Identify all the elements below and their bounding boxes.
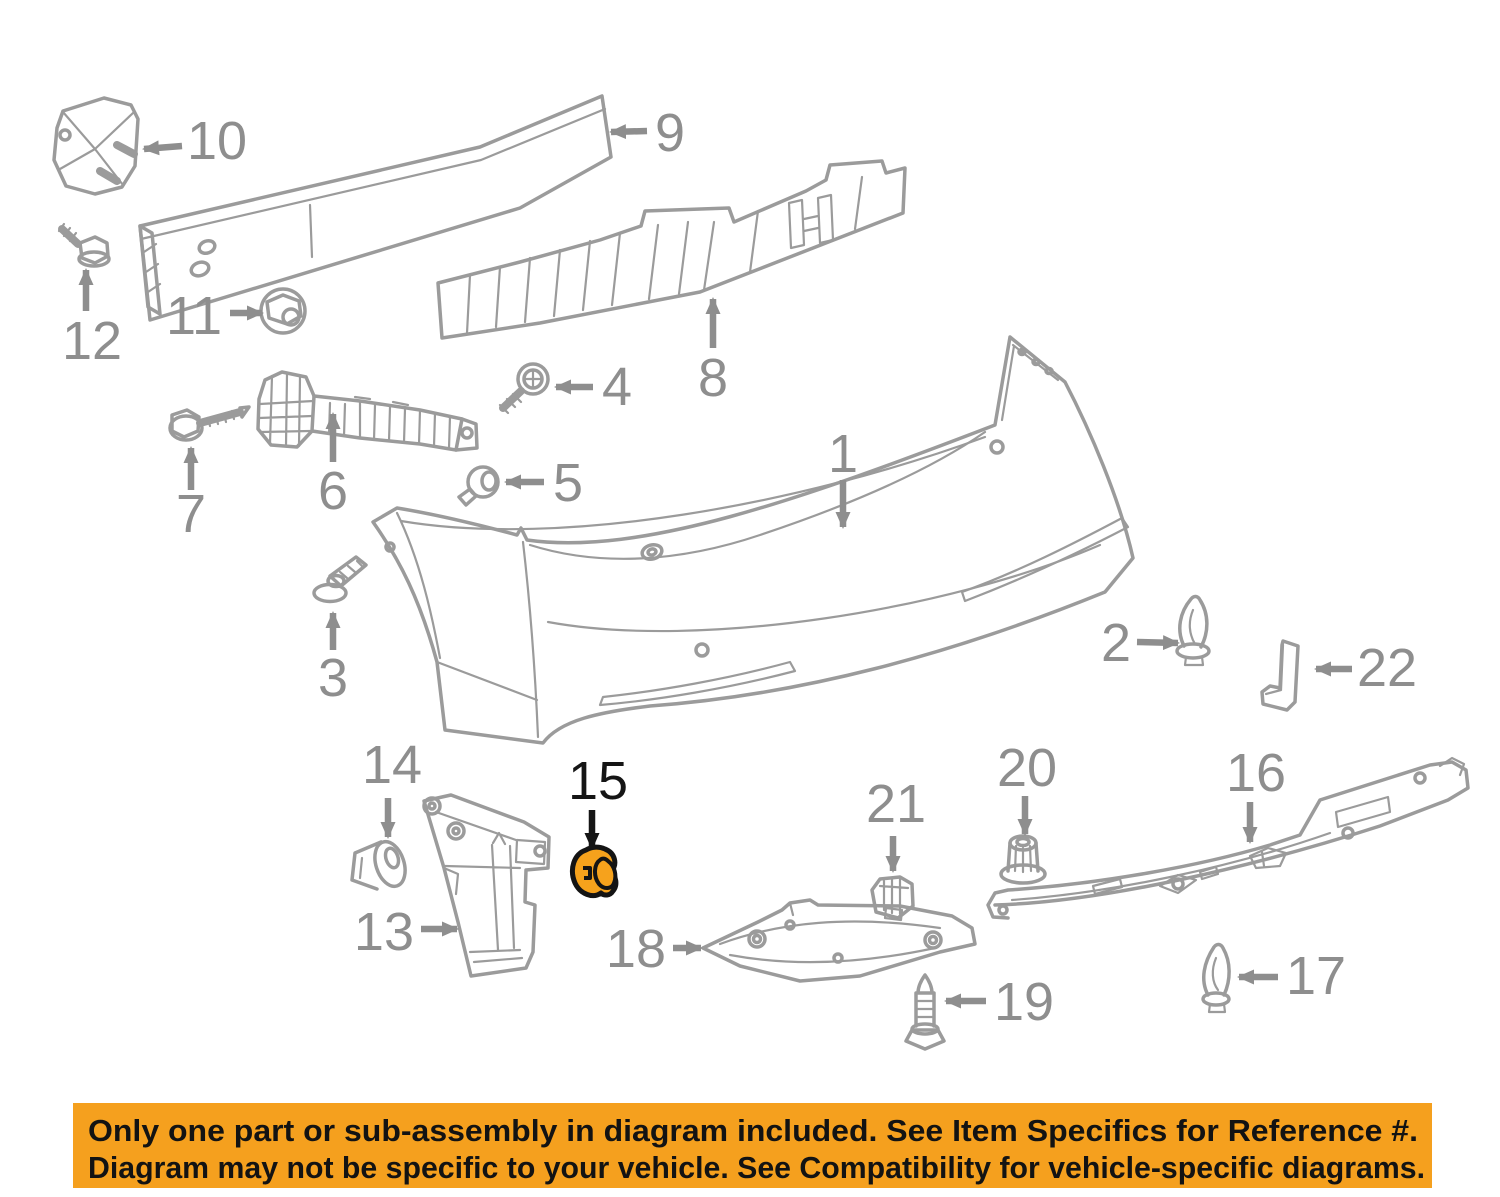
drawing-screw-stud: [904, 973, 946, 1051]
label-part-20: 20: [997, 738, 1057, 798]
label-part-18: 18: [606, 919, 666, 979]
drawing-lower-retainer: [986, 756, 1470, 920]
drawing-lower-side-bracket: [701, 898, 977, 983]
label-part-15: 15: [568, 751, 628, 811]
drawing-grommet: [457, 465, 500, 507]
label-part-1: 1: [828, 424, 858, 484]
drawing-side-bracket: [422, 793, 551, 978]
drawing-highlighted-clip: [570, 844, 619, 899]
drawing-corner-mount-bracket: [52, 96, 140, 196]
label-part-14: 14: [362, 735, 422, 795]
label-part-13: 13: [354, 902, 414, 962]
drawing-bumper-cover: [371, 335, 1135, 745]
label-part-9: 9: [655, 103, 685, 163]
label-part-16: 16: [1226, 743, 1286, 803]
label-part-2: 2: [1101, 613, 1131, 673]
disclaimer-banner: Only one part or sub-assembly in diagram…: [73, 1103, 1432, 1188]
drawing-side-support-rail: [256, 370, 479, 452]
drawing-energy-absorber: [436, 159, 907, 340]
drawing-reinforcement-bar: [138, 94, 613, 322]
label-part-19: 19: [994, 972, 1054, 1032]
label-part-21: 21: [866, 774, 926, 834]
drawing-cylinder-spacer: [350, 839, 407, 891]
disclaimer-line-2: Diagram may not be specific to your vehi…: [88, 1150, 1425, 1185]
label-part-10: 10: [187, 111, 247, 171]
label-part-17: 17: [1286, 946, 1346, 1006]
drawing-side-retainer-block: [1260, 639, 1300, 712]
drawing-grommet-nut: [999, 834, 1047, 885]
leader-arrows: [78, 124, 1352, 1009]
drawing-flange-nut: [259, 287, 307, 335]
arrow-part-10: [142, 140, 183, 156]
label-part-12: 12: [62, 311, 122, 371]
label-part-5: 5: [553, 453, 583, 513]
drawing-push-clip-lower: [1201, 942, 1231, 1014]
arrow-part-9: [609, 124, 648, 140]
label-part-6: 6: [318, 461, 348, 521]
drawing-clip-screw: [312, 555, 368, 604]
label-part-8: 8: [698, 348, 728, 408]
label-part-11: 11: [166, 286, 222, 346]
drawing-retainer-clip-box: [870, 875, 915, 922]
drawing-push-clip: [1175, 594, 1211, 667]
arrow-part-2: [1136, 635, 1180, 651]
disclaimer-banner-background: [73, 1103, 1432, 1188]
drawing-tapping-screw: [498, 362, 550, 415]
part-labels: 1 2 3 4 5 6 7 8 9 10 11 12 13 14 15 16 1…: [62, 103, 1417, 1032]
highlight-clip-lobe: [593, 856, 618, 890]
drawing-hex-flange-screw: [168, 405, 251, 442]
label-part-7: 7: [176, 484, 206, 544]
drawing-flange-bolt: [57, 222, 111, 268]
label-part-4: 4: [602, 357, 632, 417]
disclaimer-line-1: Only one part or sub-assembly in diagram…: [88, 1113, 1418, 1148]
label-part-22: 22: [1357, 638, 1417, 698]
label-part-3: 3: [318, 648, 348, 708]
